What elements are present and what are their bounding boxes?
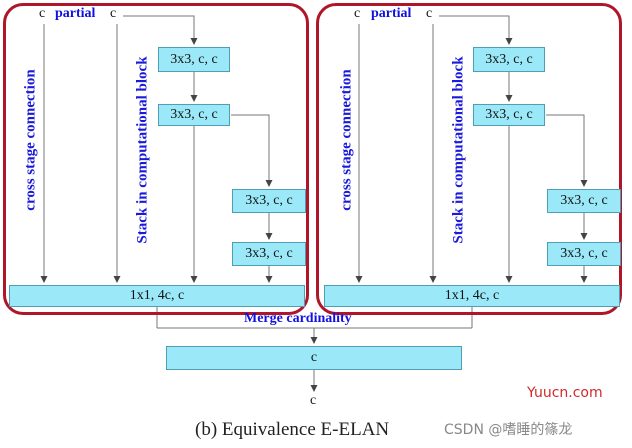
right-panel-frame [316, 3, 622, 315]
right-feed-arrow [439, 15, 513, 45]
left-partial-label: partial [55, 6, 96, 21]
merge-cardinality-label: Merge cardinality [244, 311, 352, 326]
site-watermark: Yuucn.com [527, 385, 603, 401]
right-conv-box-2: 3x3, c, c [473, 104, 545, 126]
right-input-label: c [354, 6, 361, 21]
right-conv-box-4: 3x3, c, c [547, 242, 621, 266]
left-panel-frame [3, 3, 309, 315]
right-transition-box: 1x1, 4c, c [324, 285, 620, 307]
right-partial-c-label: c [426, 6, 433, 21]
left-cross-stage-label: cross stage connection [22, 69, 39, 211]
left-partial-c-label: c [110, 6, 117, 21]
author-watermark: CSDN @嗜睡的篠龙 [444, 422, 573, 438]
right-conv-box-3: 3x3, c, c [547, 189, 621, 213]
left-input-label: c [39, 6, 46, 21]
left-conv-box-4: 3x3, c, c [232, 242, 306, 266]
merge-box: c [166, 346, 462, 370]
figure-caption: (b) Equivalence E-ELAN [195, 419, 390, 440]
left-conv-box-3: 3x3, c, c [232, 189, 306, 213]
right-partial-label: partial [371, 6, 412, 21]
left-feed-arrow [123, 15, 198, 45]
right-cross-stage-label: cross stage connection [338, 69, 355, 211]
right-stack-label: Stack in computational block [450, 56, 467, 244]
right-conv-box-1: 3x3, c, c [473, 47, 545, 72]
left-conv-box-2: 3x3, c, c [158, 104, 230, 126]
left-conv-box-1: 3x3, c, c [158, 47, 230, 72]
left-stack-label: Stack in computational block [134, 56, 151, 244]
output-label: c [310, 393, 317, 408]
left-transition-box: 1x1, 4c, c [9, 285, 305, 307]
